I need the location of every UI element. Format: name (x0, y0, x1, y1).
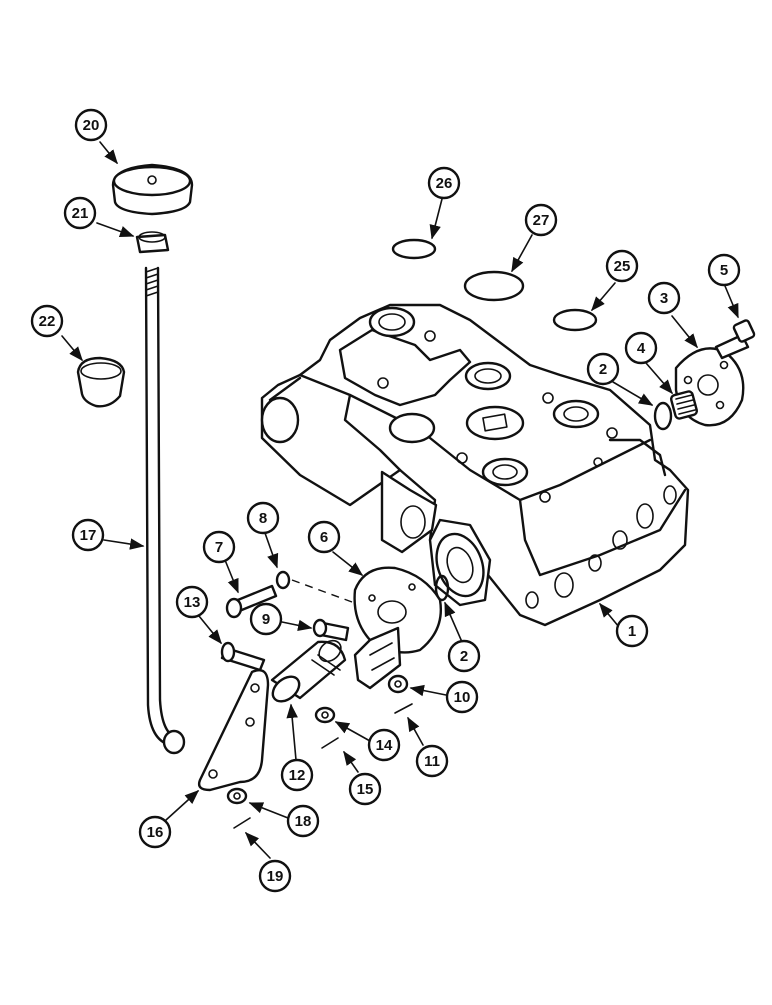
callout-17: 17 (71, 518, 105, 552)
pivot-clevis-part (270, 639, 347, 703)
nut-part (135, 231, 170, 254)
callout-27: 27 (524, 203, 558, 237)
bolt-parts (220, 584, 350, 672)
svg-text:25: 25 (614, 258, 631, 275)
filter-screen-part (669, 390, 699, 420)
callout-13: 13 (175, 585, 209, 619)
callout-2-lower: 2 (447, 639, 481, 673)
callout-10: 10 (445, 680, 479, 714)
cap-screw-part (714, 319, 756, 360)
svg-text:3: 3 (660, 290, 668, 307)
svg-text:2: 2 (460, 648, 468, 665)
callout-22: 22 (30, 304, 64, 338)
svg-text:16: 16 (147, 824, 164, 841)
svg-text:27: 27 (533, 212, 550, 229)
o-ring-parts (391, 238, 673, 602)
link-plate-part (197, 668, 270, 792)
callout-5: 5 (707, 253, 741, 287)
svg-text:14: 14 (376, 737, 393, 754)
valve-body-part (260, 303, 690, 627)
callout-15: 15 (348, 772, 382, 806)
callout-9: 9 (249, 602, 283, 636)
callout-3: 3 (647, 281, 681, 315)
svg-text:10: 10 (454, 689, 471, 706)
svg-text:7: 7 (215, 539, 223, 556)
callout-12: 12 (280, 758, 314, 792)
grommet-part (76, 356, 126, 408)
callout-4: 4 (624, 331, 658, 365)
svg-text:11: 11 (424, 753, 440, 770)
svg-text:4: 4 (637, 340, 646, 357)
alignment-line (291, 579, 353, 603)
leader-arrows (61, 141, 739, 859)
callout-14: 14 (367, 728, 401, 762)
callout-20: 20 (74, 108, 108, 142)
svg-text:6: 6 (320, 529, 328, 546)
svg-text:2: 2 (599, 361, 607, 378)
svg-text:26: 26 (436, 175, 453, 192)
callout-21: 21 (63, 196, 97, 230)
callout-2-upper: 2 (586, 352, 620, 386)
callout-1: 1 (615, 614, 649, 648)
callout-8: 8 (246, 501, 280, 535)
svg-text:5: 5 (720, 262, 728, 279)
callout-25: 25 (605, 249, 639, 283)
svg-text:19: 19 (267, 868, 284, 885)
svg-text:13: 13 (184, 594, 201, 611)
callout-6: 6 (307, 520, 341, 554)
control-rod-part (144, 266, 186, 755)
washer-pin-parts (226, 570, 413, 829)
svg-text:17: 17 (80, 527, 97, 544)
front-cover-part (353, 566, 442, 654)
callout-7: 7 (202, 530, 236, 564)
callout-18: 18 (286, 804, 320, 838)
svg-text:15: 15 (357, 781, 374, 798)
svg-text:18: 18 (295, 813, 312, 830)
svg-text:21: 21 (72, 205, 89, 222)
callout-11: 11 (415, 744, 449, 778)
callout-26: 26 (427, 166, 461, 200)
svg-text:20: 20 (83, 117, 100, 134)
callout-19: 19 (258, 859, 292, 893)
svg-text:9: 9 (262, 611, 270, 628)
svg-text:1: 1 (628, 623, 636, 640)
svg-text:22: 22 (39, 313, 56, 330)
knob-part (111, 163, 194, 216)
clevis-bracket-part (353, 626, 402, 690)
svg-text:12: 12 (289, 767, 306, 784)
callout-16: 16 (138, 815, 172, 849)
svg-text:8: 8 (259, 510, 267, 527)
